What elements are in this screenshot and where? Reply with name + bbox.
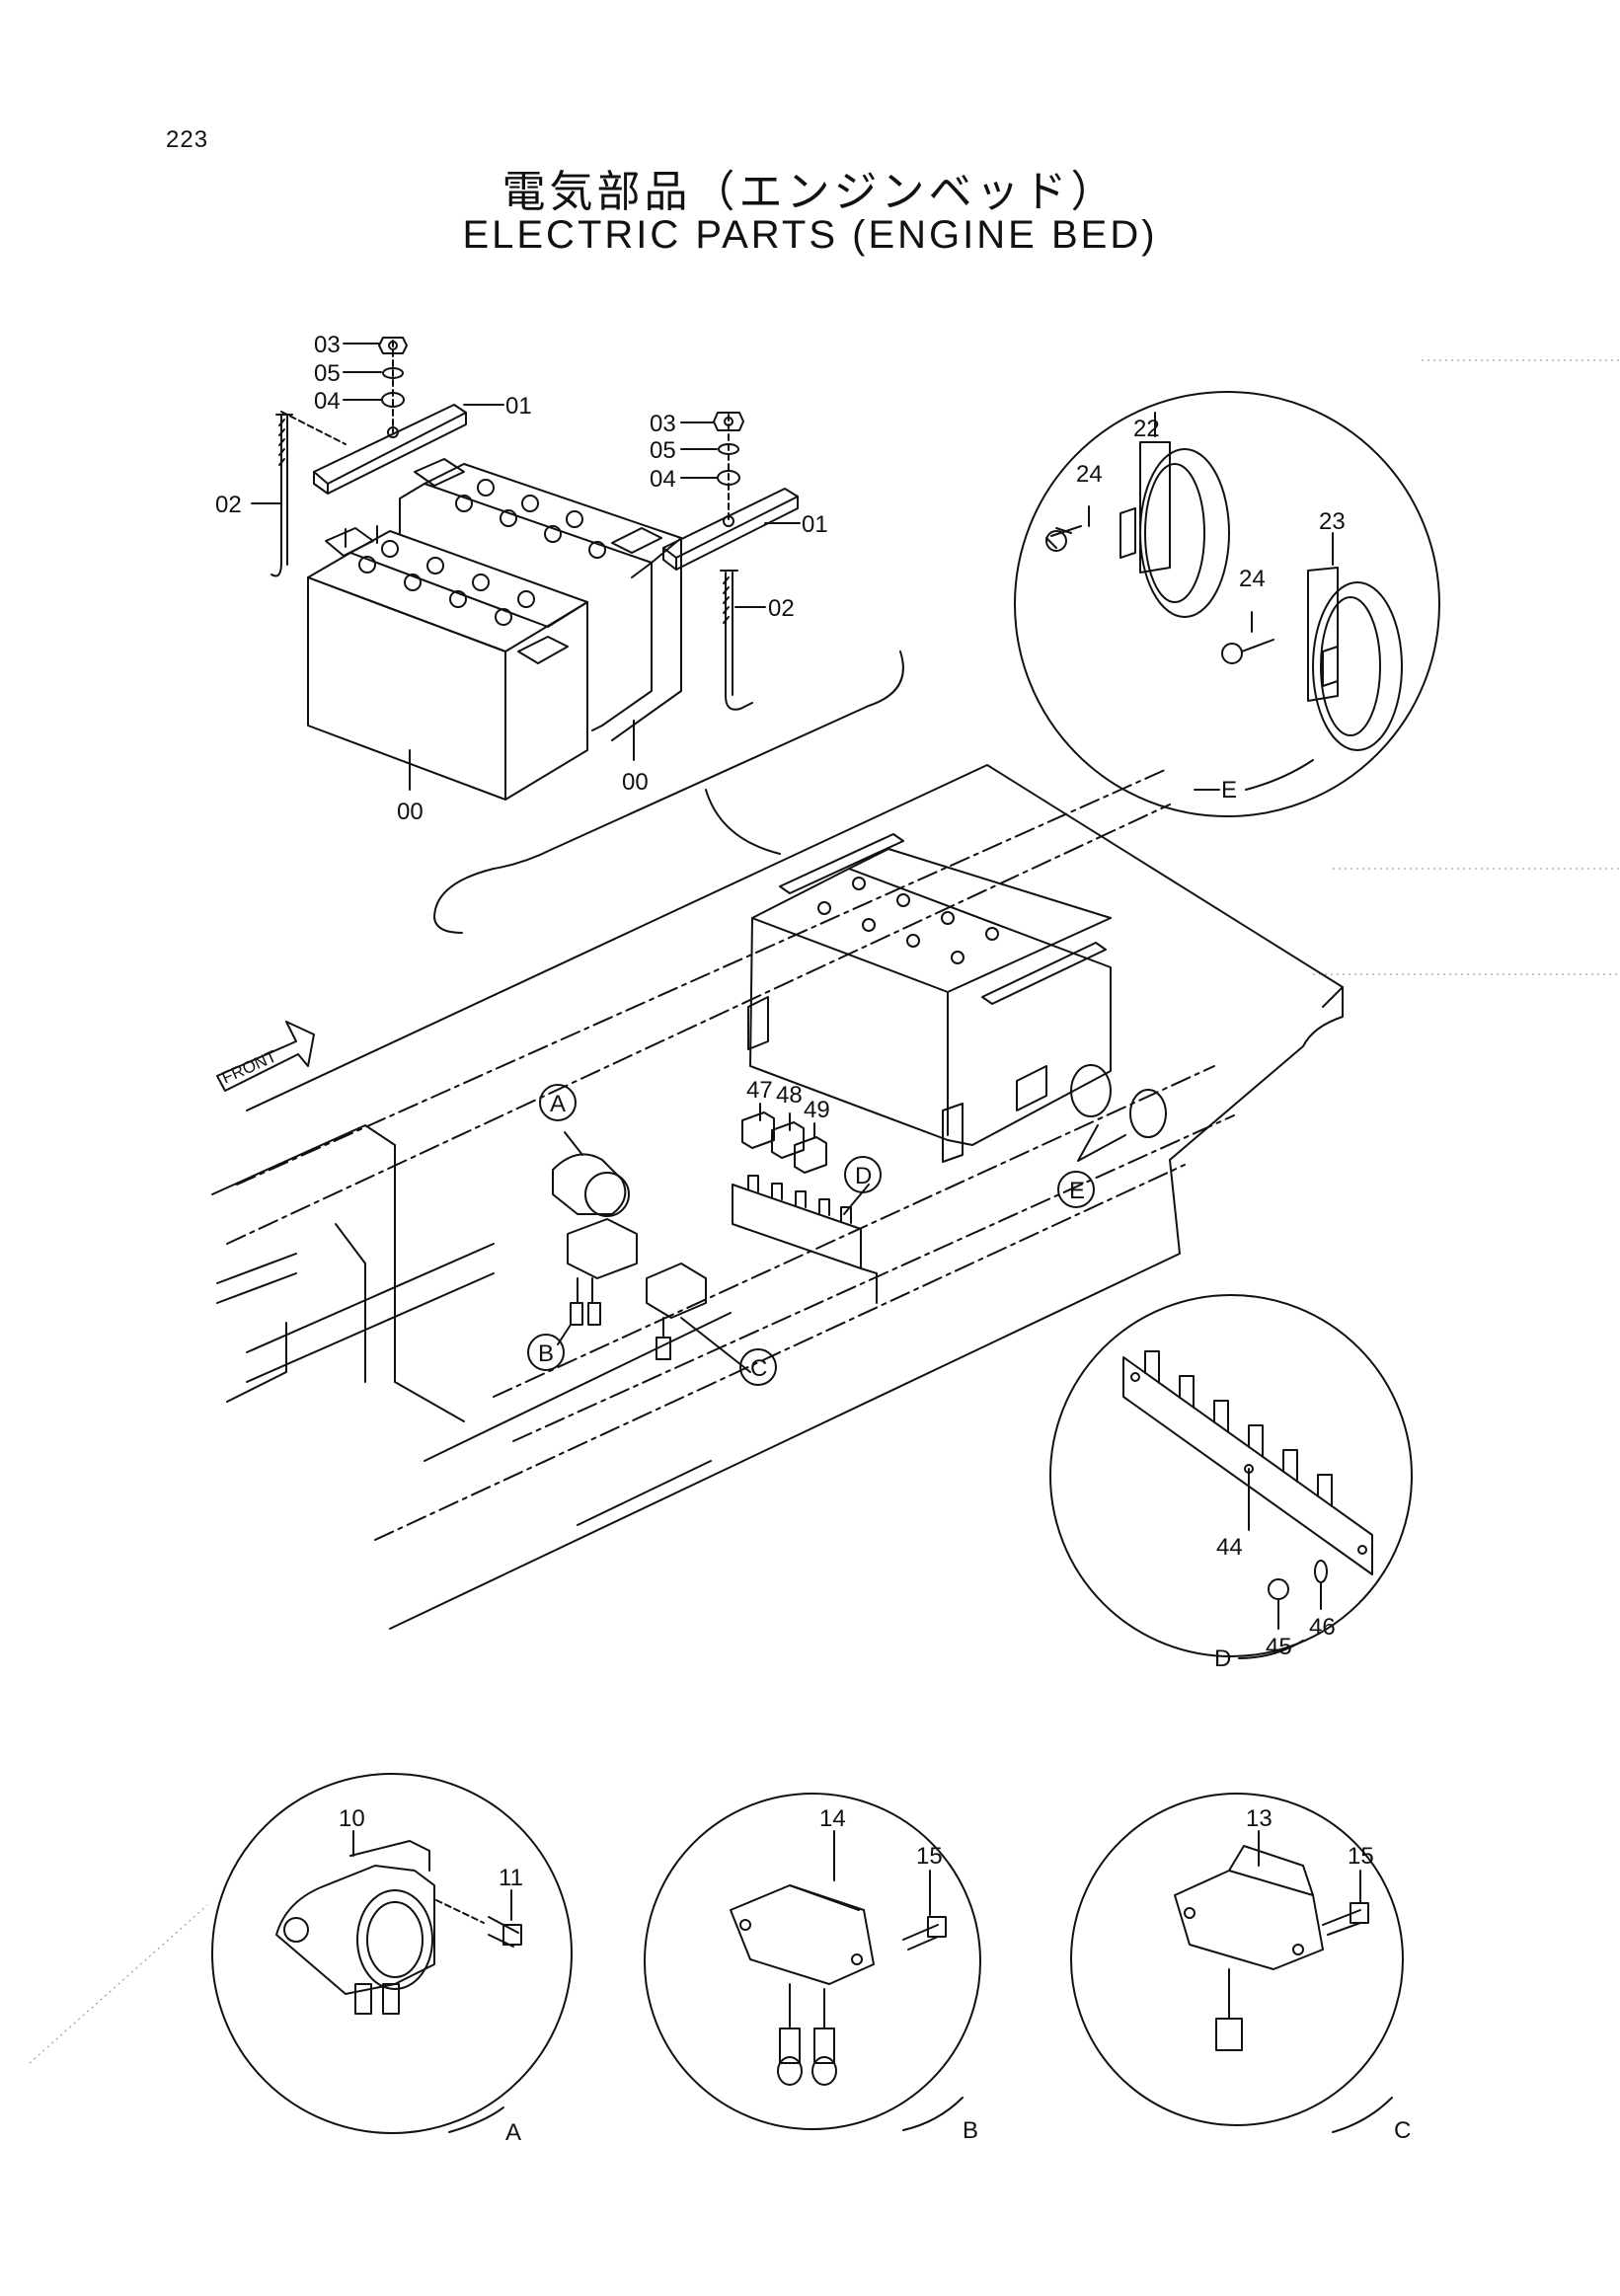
fuse-bracket-labels: 44 45 46 D [1214,1534,1336,1672]
label-horn-bolt-right: 24 [1239,566,1266,592]
title-english: ELECTRIC PARTS (ENGINE BED) [462,213,1158,257]
label-right-washer: 04 [650,466,676,493]
battery-labels: 03 05 04 01 02 03 05 04 01 02 00 00 [215,332,828,825]
battery-front [307,525,588,801]
detail-circle-b [644,1793,981,2131]
label-left-rod: 02 [215,492,242,518]
callout-c: C [750,1355,767,1382]
battery-exploded-view [251,337,904,934]
label-part-14: 14 [819,1805,846,1832]
label-horn-left: 22 [1133,416,1160,442]
label-part-13: 13 [1246,1805,1273,1832]
battery-rear [399,458,682,741]
callout-b: B [538,1340,554,1367]
detail-circle-c [1070,1793,1404,2133]
label-right-bracket: 01 [802,511,828,538]
page-number: 223 [166,126,209,153]
detail-circle-fuse-bracket [1049,1294,1413,1659]
horn-labels: 22 23 24 24 E [1076,416,1346,804]
label-circle-a: A [505,2119,521,2146]
label-circle-b: B [963,2117,978,2144]
callout-d: D [855,1163,872,1189]
label-circle-c: C [1394,2117,1411,2144]
callout-a: A [550,1091,566,1117]
label-bolt-11: 11 [499,1865,523,1891]
detail-a-labels: 10 11 A [339,1805,523,2146]
front-label: FRONT [219,1046,279,1087]
label-left-bracket: 01 [505,393,532,420]
relay-labels: 47 48 49 [746,1077,830,1123]
detail-circle-horns [1014,391,1440,817]
label-right-nut: 03 [650,411,676,437]
label-battery-rear: 00 [622,769,649,796]
detail-circle-a [211,1773,573,2134]
main-callout-text: A B C D E [538,1091,1085,1382]
label-relay-47: 47 [746,1077,773,1104]
label-bolt-15-c: 15 [1348,1843,1374,1870]
label-relay-48: 48 [776,1082,803,1109]
main-callouts [527,1084,1095,1386]
detail-b-labels: 14 15 B [819,1805,978,2144]
label-circle-d: D [1214,1645,1231,1672]
label-fuse-bracket: 44 [1216,1534,1243,1561]
label-horn-right: 23 [1319,508,1346,535]
label-right-lockwasher: 05 [650,437,676,464]
label-horn-bolt-left: 24 [1076,461,1103,488]
label-right-rod: 02 [768,595,795,622]
label-bolt-15-b: 15 [916,1843,943,1870]
label-left-nut: 03 [314,332,341,358]
label-relay-49: 49 [804,1097,830,1123]
callout-e: E [1069,1178,1085,1204]
label-part-10: 10 [339,1805,365,1832]
label-battery-front: 00 [397,799,424,825]
label-fuse-bolt: 45 [1266,1634,1292,1660]
label-left-washer: 04 [314,388,341,415]
label-fuse-washer: 46 [1309,1614,1336,1641]
engine-bed-frame [211,764,1344,1630]
title-japanese: 電気部品（エンジンベッド） [501,167,1119,217]
label-left-lockwasher: 05 [314,360,341,387]
detail-c-labels: 13 15 C [1246,1805,1411,2144]
label-circle-e: E [1221,777,1237,804]
